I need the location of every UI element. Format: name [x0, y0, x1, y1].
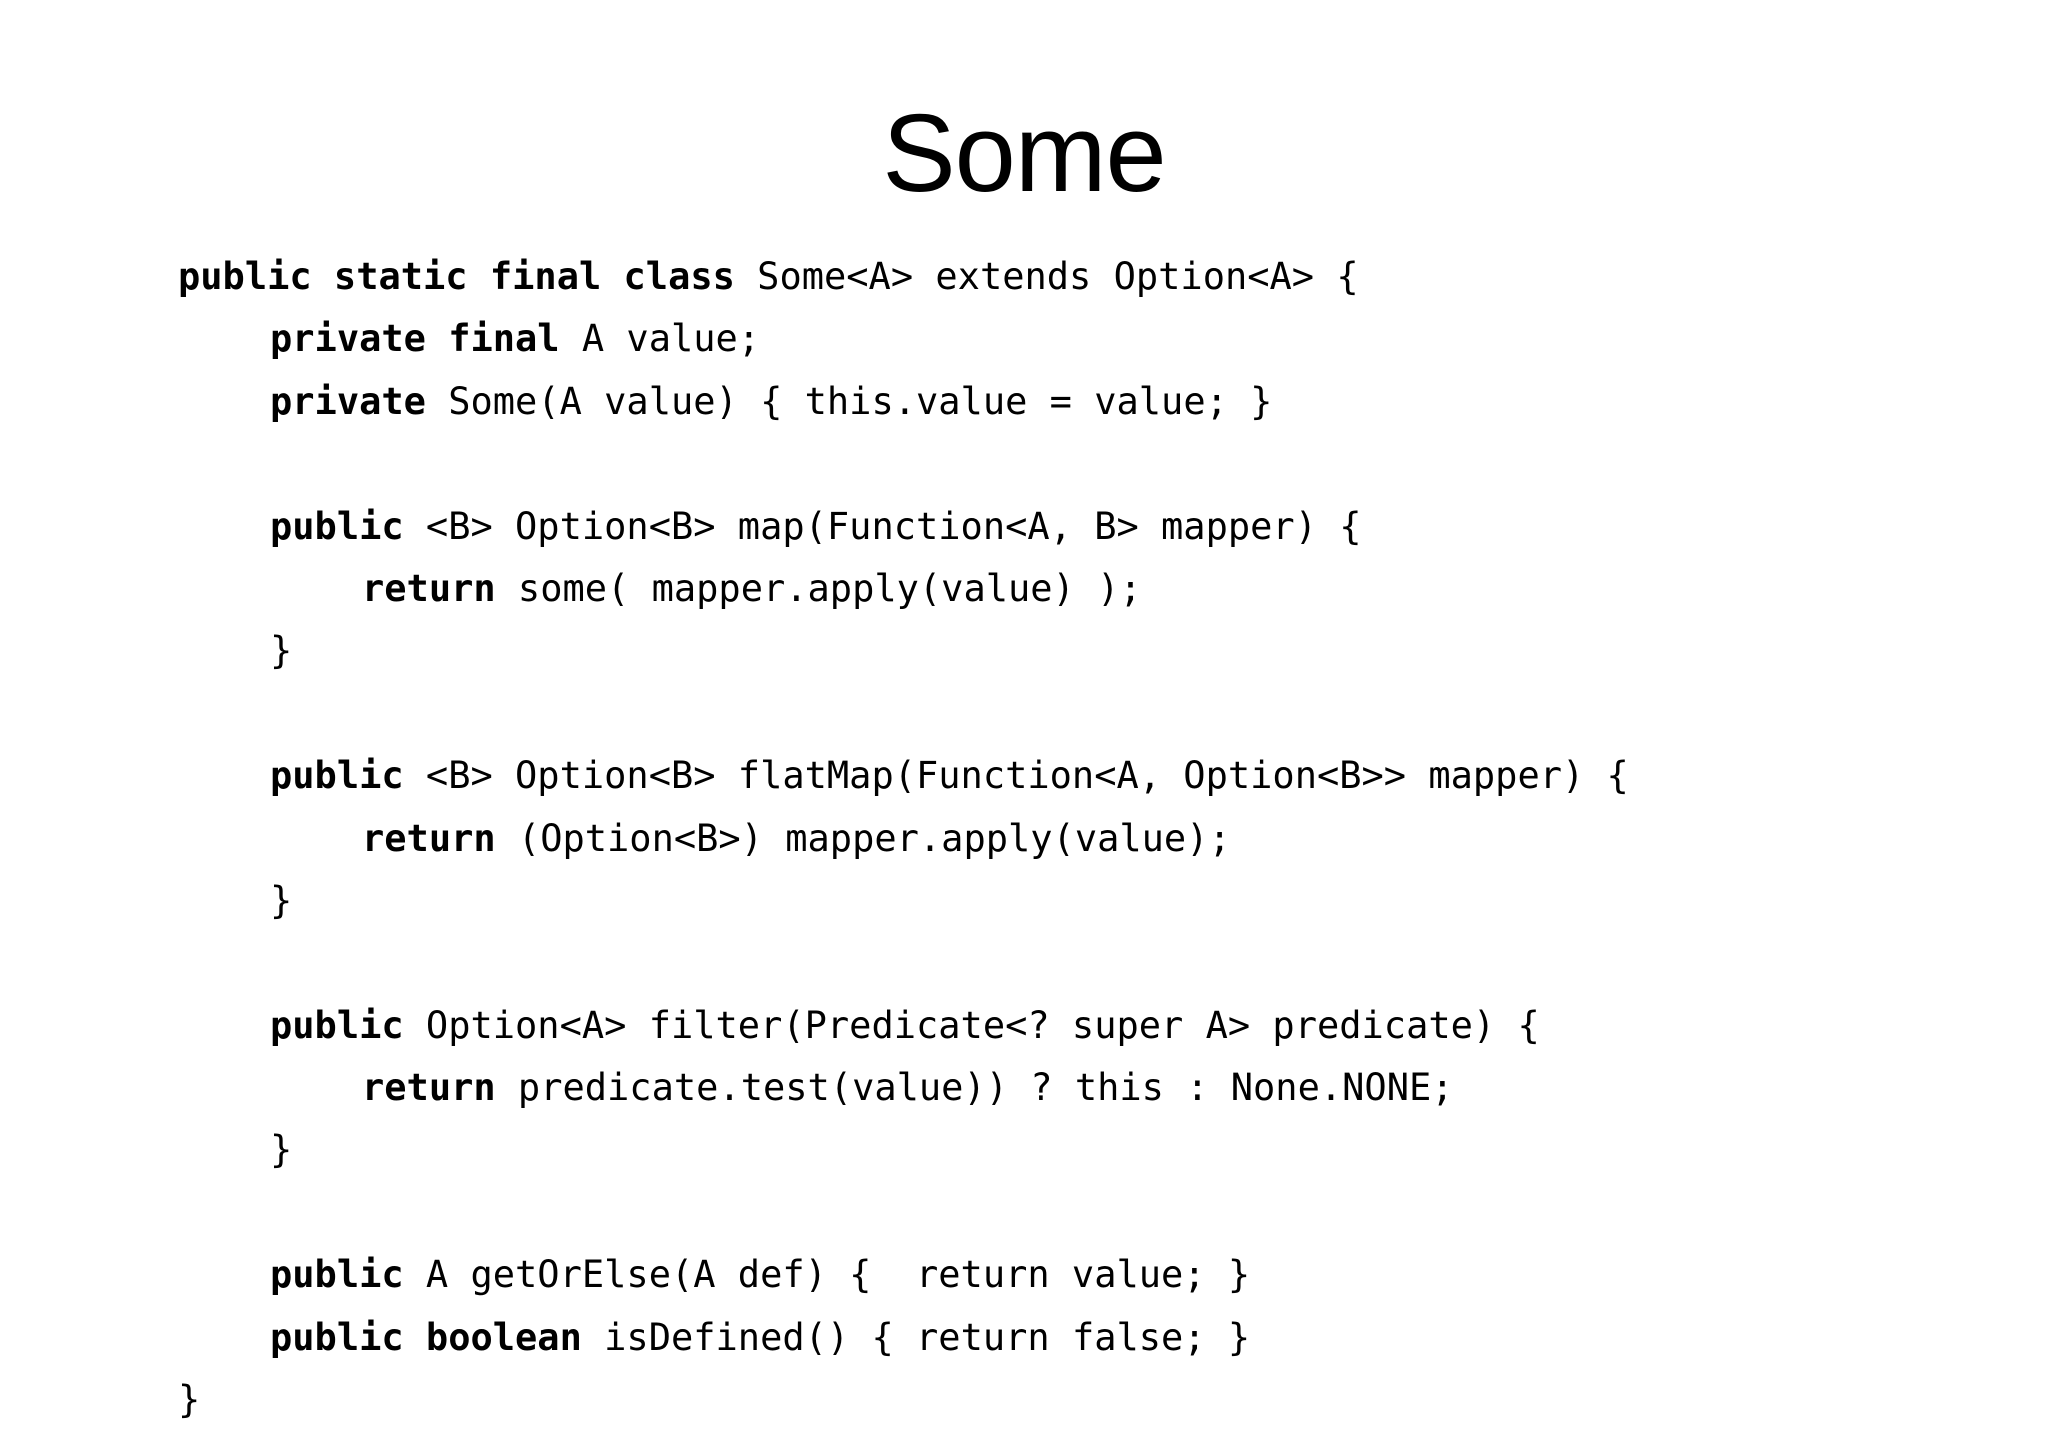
code-blank-line [178, 1182, 2008, 1244]
code-keyword: public [270, 1003, 404, 1047]
code-keyword: private final [270, 317, 560, 361]
code-keyword: public [270, 504, 404, 548]
code-line: } [178, 1369, 2008, 1431]
code-line: public Option<A> filter(Predicate<? supe… [178, 995, 2008, 1057]
code-text: } [270, 629, 293, 673]
code-keyword: return [362, 566, 496, 610]
code-text: A value; [559, 317, 761, 361]
code-line: return predicate.test(value)) ? this : N… [178, 1057, 2008, 1119]
code-text: Some<A> extends Option<A> { [734, 255, 1359, 298]
code-line: public static final class Some<A> extend… [178, 246, 2008, 308]
code-line: return some( mapper.apply(value) ); [178, 558, 2008, 620]
code-keyword: private [270, 379, 426, 423]
code-keyword: return [362, 816, 496, 860]
code-keyword: return [362, 1066, 496, 1110]
code-text: <B> Option<B> map(Function<A, B> mapper)… [403, 504, 1362, 548]
code-line: public A getOrElse(A def) { return value… [178, 1244, 2008, 1306]
code-line: public boolean isDefined() { return fals… [178, 1307, 2008, 1369]
code-line: } [178, 870, 2008, 932]
code-line: } [178, 620, 2008, 682]
slide-title: Some [882, 92, 1166, 215]
code-text: <B> Option<B> flatMap(Function<A, Option… [403, 754, 1629, 798]
code-text: (Option<B>) mapper.apply(value); [495, 816, 1231, 860]
code-text: } [270, 878, 293, 922]
code-keyword: public [270, 1253, 404, 1297]
code-keyword: public boolean [270, 1315, 582, 1359]
code-keyword: public [270, 754, 404, 798]
code-blank-line [178, 433, 2008, 495]
code-text: isDefined() { return false; } [581, 1315, 1251, 1359]
code-blank-line [178, 683, 2008, 745]
code-text: Option<A> filter(Predicate<? super A> pr… [403, 1003, 1540, 1047]
code-text: Some(A value) { this.value = value; } [425, 379, 1273, 423]
code-keyword: public static final class [178, 255, 735, 298]
code-text: some( mapper.apply(value) ); [495, 566, 1142, 610]
code-text: A getOrElse(A def) { return value; } [403, 1253, 1251, 1297]
code-text: } [270, 1128, 293, 1172]
code-line: } [178, 1119, 2008, 1181]
code-text: predicate.test(value)) ? this : None.NON… [495, 1066, 1454, 1110]
code-block: public static final class Some<A> extend… [178, 246, 2008, 1431]
code-line: private Some(A value) { this.value = val… [178, 371, 2008, 433]
code-line: public <B> Option<B> flatMap(Function<A,… [178, 745, 2008, 807]
code-line: private final A value; [178, 308, 2008, 370]
code-line: return (Option<B>) mapper.apply(value); [178, 808, 2008, 870]
code-text: } [178, 1378, 201, 1422]
code-line: public <B> Option<B> map(Function<A, B> … [178, 496, 2008, 558]
code-blank-line [178, 932, 2008, 994]
